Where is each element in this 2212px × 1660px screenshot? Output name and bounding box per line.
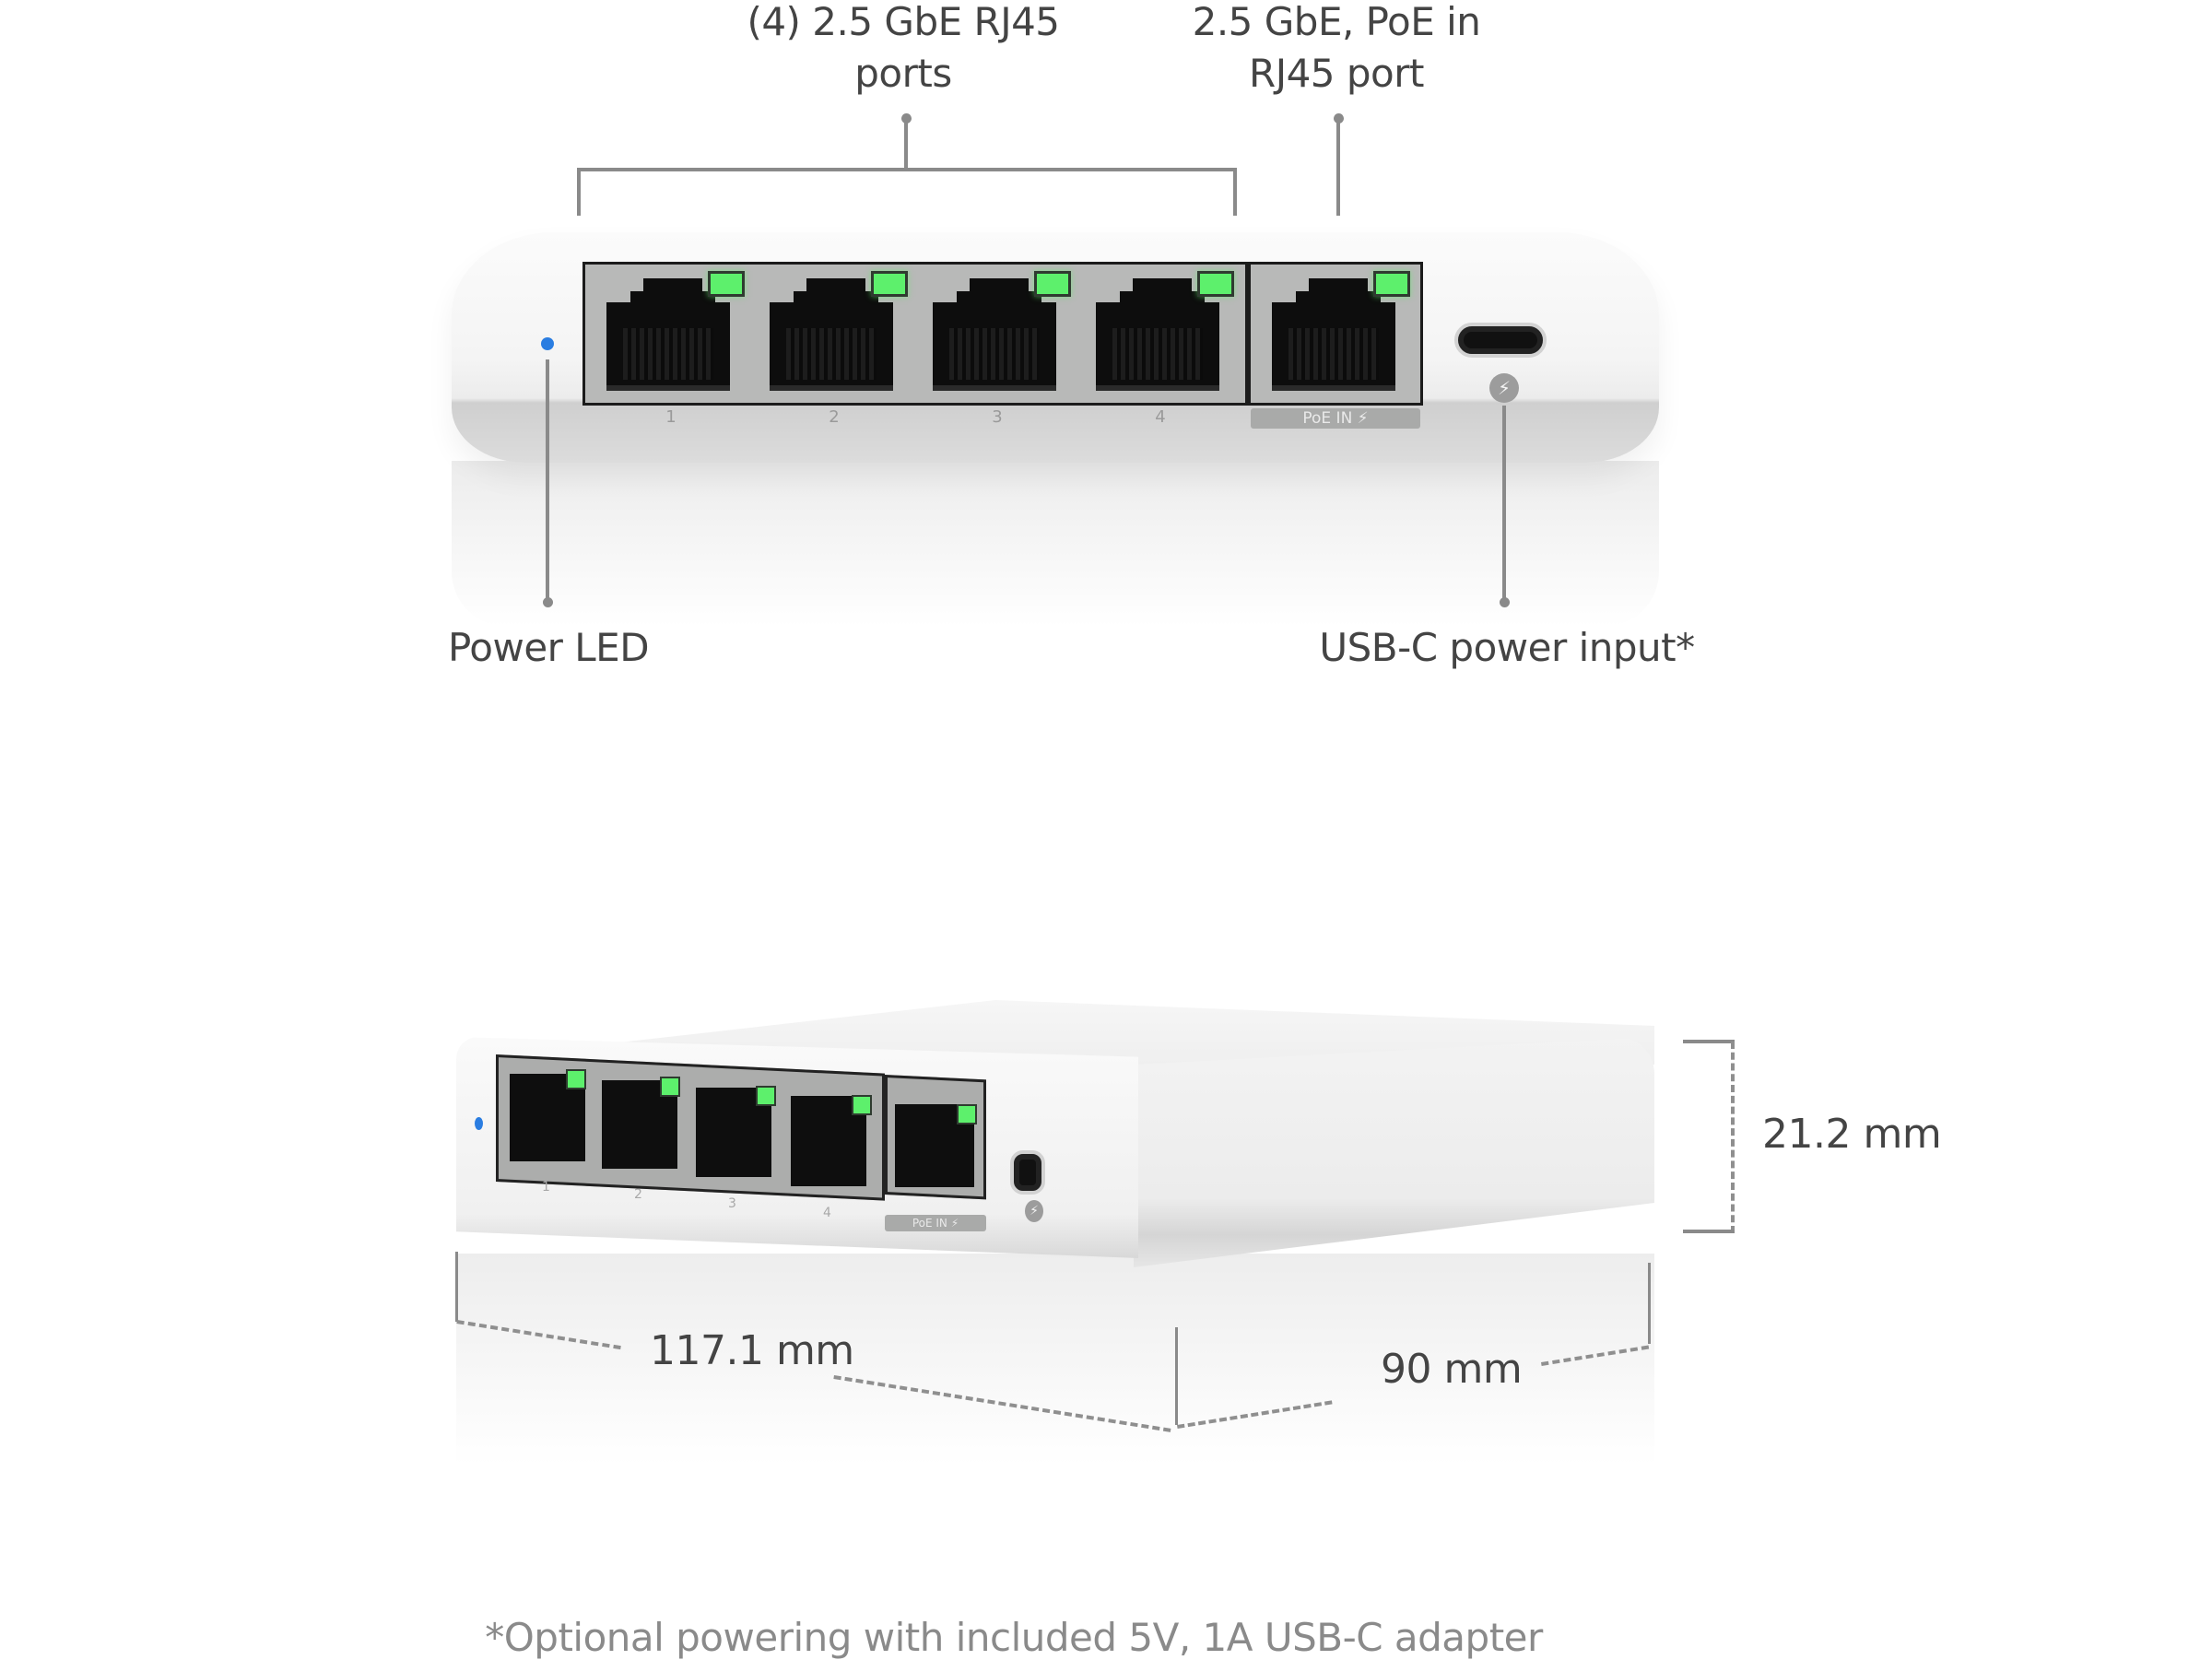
bracket-rj45-left xyxy=(577,168,581,216)
callout-rj45-ports: (4) 2.5 GbE RJ45 ports xyxy=(682,0,1124,100)
link-led-icon xyxy=(871,271,908,297)
dim-height-top-tick xyxy=(1683,1040,1735,1043)
leader-line-power-led xyxy=(546,359,549,601)
iso-link-led-icon xyxy=(660,1077,680,1097)
dim-height-bottom-tick xyxy=(1683,1230,1735,1233)
leader-line-rj45-vertical xyxy=(904,118,908,168)
callout-poe-line1: 2.5 GbE, PoE in xyxy=(1192,0,1481,44)
callout-rj45-line2: ports xyxy=(854,51,952,96)
port-number-4: 4 xyxy=(1155,407,1166,427)
lightning-bolt-icon: ⚡ xyxy=(1489,373,1519,403)
dim-depth-right-tick xyxy=(1648,1263,1651,1344)
leader-dot-power-led xyxy=(543,597,553,607)
iso-link-led-icon xyxy=(756,1086,776,1106)
callout-rj45-line1: (4) 2.5 GbE RJ45 xyxy=(747,0,1060,44)
port-number-3: 3 xyxy=(992,407,1003,427)
iso-power-led-indicator xyxy=(475,1117,483,1130)
iso-port-number-2: 2 xyxy=(634,1187,642,1202)
port-number-1: 1 xyxy=(665,407,677,427)
iso-port-number-4: 4 xyxy=(823,1206,831,1220)
link-led-icon xyxy=(1373,271,1410,297)
iso-port-number-1: 1 xyxy=(542,1180,550,1195)
rj45-pins xyxy=(1288,328,1379,380)
port-number-2: 2 xyxy=(829,407,840,427)
dim-height-line xyxy=(1731,1042,1735,1233)
leader-dot-usbc xyxy=(1500,597,1510,607)
link-led-icon xyxy=(1197,271,1234,297)
leader-line-usbc xyxy=(1502,406,1506,601)
iso-link-led-icon xyxy=(852,1095,872,1115)
rj45-poe-in-port[interactable] xyxy=(1265,271,1410,391)
power-led-indicator xyxy=(541,337,554,350)
rj45-port-3[interactable] xyxy=(925,271,1071,391)
rj45-port-1[interactable] xyxy=(599,271,745,391)
iso-poe-in-label: PoE IN ⚡ xyxy=(885,1215,986,1231)
rj45-pins xyxy=(786,328,877,380)
callout-power-led: Power LED xyxy=(447,625,650,670)
poe-in-label: PoE IN ⚡ xyxy=(1251,408,1420,429)
callout-poe-line2: RJ45 port xyxy=(1249,51,1424,96)
usbc-port[interactable] xyxy=(1454,323,1547,358)
dim-width-left-tick xyxy=(455,1252,458,1322)
iso-device-side xyxy=(1134,1037,1654,1267)
callout-usbc-input: USB-C power input* xyxy=(1319,625,1695,670)
bracket-rj45-horizontal xyxy=(577,168,1237,171)
iso-link-led-icon xyxy=(957,1104,977,1124)
dim-depth-label: 90 mm xyxy=(1381,1346,1523,1393)
iso-port-number-3: 3 xyxy=(728,1196,736,1211)
leader-line-poe xyxy=(1336,118,1340,216)
front-device-reflection xyxy=(452,461,1659,627)
rj45-pins xyxy=(623,328,713,380)
rj45-pins xyxy=(1112,328,1203,380)
rj45-port-4[interactable] xyxy=(1088,271,1234,391)
footnote: *Optional powering with included 5V, 1A … xyxy=(485,1615,1543,1660)
bracket-rj45-right xyxy=(1233,168,1237,216)
rj45-pins xyxy=(949,328,1040,380)
link-led-icon xyxy=(1034,271,1071,297)
callout-poe-port: 2.5 GbE, PoE in RJ45 port xyxy=(1134,0,1539,100)
iso-lightning-bolt-icon: ⚡ xyxy=(1025,1200,1043,1222)
iso-usbc-port[interactable] xyxy=(1010,1150,1045,1195)
link-led-icon xyxy=(708,271,745,297)
iso-link-led-icon xyxy=(566,1069,586,1089)
rj45-port-2[interactable] xyxy=(762,271,908,391)
dim-depth-corner-tick xyxy=(1175,1327,1178,1425)
iso-device-reflection xyxy=(456,1254,1654,1466)
dim-height-label: 21.2 mm xyxy=(1762,1111,1942,1158)
dim-width-label: 117.1 mm xyxy=(650,1327,854,1374)
